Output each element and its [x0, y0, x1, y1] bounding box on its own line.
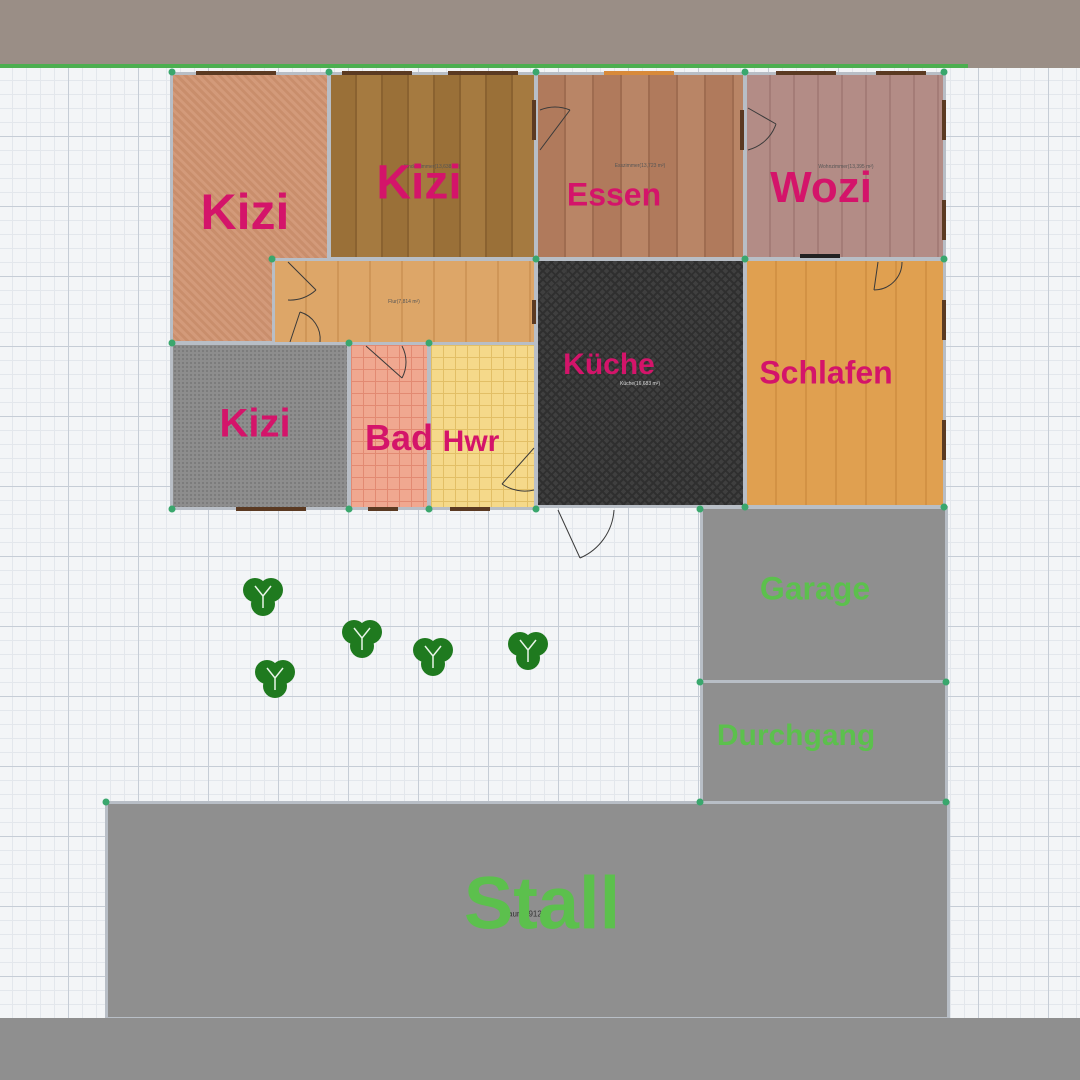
wall-node-icon[interactable] — [696, 798, 704, 806]
top-bar — [0, 0, 1080, 66]
wall-node-icon[interactable] — [345, 339, 353, 347]
room-label-durchgang: Durchgang — [716, 719, 876, 752]
wall-node-icon[interactable] — [168, 68, 176, 76]
wall-node-icon[interactable] — [532, 255, 540, 263]
plant-icon — [255, 660, 295, 698]
wall-node-icon[interactable] — [425, 505, 433, 513]
wall-node-icon[interactable] — [741, 68, 749, 76]
plant-icon — [342, 620, 382, 658]
room-label-kizi-sw: Kizi — [219, 401, 291, 446]
wall-node-icon[interactable] — [425, 339, 433, 347]
area-label-flur: Flur(7,814 m²) — [388, 299, 420, 305]
room-label-kueche: Küche — [563, 348, 655, 381]
wall-node-icon[interactable] — [325, 68, 333, 76]
room-garage[interactable] — [700, 506, 948, 684]
room-label-kizi-n: Kizi — [376, 156, 462, 210]
wall-node-icon[interactable] — [741, 255, 749, 263]
room-bad[interactable] — [348, 342, 430, 510]
room-label-schlafen: Schlafen — [759, 354, 893, 391]
wall-node-icon[interactable] — [940, 68, 948, 76]
area-label-kizi-n: Kinderzimmer(13,638 m²) — [403, 164, 461, 170]
room-schlafen[interactable] — [744, 258, 946, 508]
wall-node-icon[interactable] — [168, 339, 176, 347]
room-label-bad: Bad — [364, 417, 434, 458]
bottom-bar — [0, 1018, 1080, 1080]
room-label-stall: Stall — [463, 861, 621, 945]
plant-icon — [508, 632, 548, 670]
wall-node-icon[interactable] — [696, 678, 704, 686]
wall-node-icon[interactable] — [532, 505, 540, 513]
area-label-wozi: Wohnzimmer(13,395 m²) — [818, 164, 874, 170]
wall-node-icon[interactable] — [741, 503, 749, 511]
wall-node-icon[interactable] — [268, 255, 276, 263]
room-hwr[interactable] — [428, 342, 537, 510]
wall-node-icon[interactable] — [532, 68, 540, 76]
plant-icons — [243, 578, 548, 698]
area-label-kueche: Küche(16,683 m²) — [619, 381, 661, 387]
room-label-kizi-nw: Kizi — [200, 184, 290, 240]
room-kueche[interactable] — [535, 258, 746, 508]
room-label-garage: Garage — [759, 570, 871, 607]
wall-node-icon[interactable] — [102, 798, 110, 806]
wall-node-icon[interactable] — [345, 505, 353, 513]
area-label-stall: Raum (912 — [502, 909, 542, 919]
room-kizi-sw[interactable] — [170, 342, 350, 510]
area-label-essen: Esszimmer(13,723 m²) — [614, 163, 666, 169]
top-accent-line — [0, 64, 968, 68]
window-marks — [196, 71, 946, 511]
room-label-hwr: Hwr — [442, 425, 500, 458]
room-durchgang[interactable] — [700, 680, 948, 804]
plant-icon — [243, 578, 283, 616]
wall-node-icon[interactable] — [940, 503, 948, 511]
wall-node-icon[interactable] — [940, 255, 948, 263]
door-swing-icon — [287, 106, 903, 559]
room-label-essen: Essen — [566, 176, 662, 213]
room-label-wozi: Wozi — [770, 163, 872, 212]
plant-icon — [413, 638, 453, 676]
wall-node-icon[interactable] — [942, 678, 950, 686]
wall-node-icon[interactable] — [696, 505, 704, 513]
wall-node-icon[interactable] — [942, 798, 950, 806]
wall-node-icon[interactable] — [168, 505, 176, 513]
